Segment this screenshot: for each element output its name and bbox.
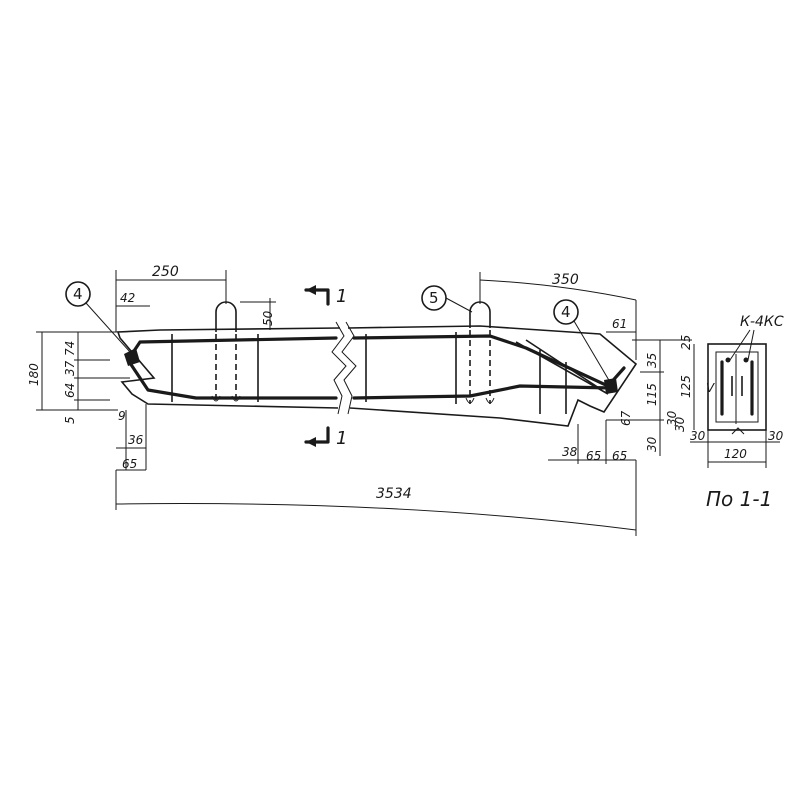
dim-37: 37	[63, 360, 77, 376]
reinforcement	[124, 332, 626, 414]
dim-61: 61	[612, 317, 627, 331]
overall-length: 3534	[115, 460, 637, 536]
dim-350: 350	[552, 272, 579, 288]
dim-3534: 3534	[376, 486, 412, 502]
section-bar-dot	[725, 357, 731, 363]
beam-outline	[116, 321, 638, 427]
bottom-bar-left	[126, 358, 338, 400]
section-outline	[707, 343, 767, 431]
cage-leader	[729, 329, 751, 361]
section-bar-dot	[743, 357, 749, 363]
bottom-bar-right	[352, 384, 614, 400]
dim-125: 125	[679, 375, 693, 398]
dim-sec-30-top: 30	[665, 410, 679, 426]
cage-leader	[747, 329, 755, 361]
dim-5: 5	[63, 416, 77, 424]
callout-circle-4-right	[553, 299, 579, 325]
section-mark-top: 1	[336, 286, 347, 307]
section-mark-bottom-line	[304, 426, 330, 444]
lifting-loops	[211, 301, 495, 404]
lifting-loop-right	[469, 301, 491, 328]
right-anchor-head	[604, 378, 618, 394]
break-line-left	[331, 321, 347, 415]
dim-25: 25	[679, 335, 693, 350]
dim-line-350	[479, 279, 637, 301]
loop-foot	[211, 395, 241, 402]
section-caption: По 1-1	[706, 487, 772, 511]
dim-line-3534	[115, 503, 637, 531]
dim-250: 250	[152, 264, 179, 280]
section-arrow-top-icon	[306, 285, 316, 295]
section-mark-1-1: 1 1	[304, 285, 347, 449]
section-mark-top-line	[304, 288, 330, 306]
dim-38: 38	[562, 445, 578, 459]
dim-74: 74	[63, 341, 77, 356]
dim-sec-30-left: 30	[690, 429, 706, 443]
callouts: 4 5 4	[65, 281, 611, 383]
cage-label: К-4КС	[740, 314, 784, 330]
dim-115: 115	[645, 383, 659, 406]
dimensions-top: 250 42 50 350 61	[115, 264, 637, 360]
left-anchor-head	[124, 348, 140, 366]
dim-65-a: 65	[586, 449, 601, 463]
dimensions-left: 180 74 37 64 5 9 36 65	[27, 331, 147, 471]
dim-65-b: 65	[612, 449, 627, 463]
dim-30-right: 30	[645, 436, 659, 452]
dim-42: 42	[120, 291, 135, 305]
section-bottom-mark	[731, 427, 745, 435]
top-bar-left	[126, 336, 338, 362]
beam-outline-right	[347, 325, 638, 427]
dim-9: 9	[118, 409, 126, 423]
leader-5	[445, 297, 473, 313]
dim-35: 35	[645, 353, 659, 368]
callout-5: 5	[429, 289, 439, 307]
dim-sec-30-right: 30	[768, 429, 784, 443]
dim-50: 50	[261, 310, 275, 326]
callout-circle-4-left	[65, 281, 91, 307]
callout-4-right: 4	[561, 303, 571, 321]
dim-36: 36	[128, 433, 144, 447]
loop-foot	[465, 397, 495, 404]
break-line-right	[341, 321, 357, 415]
section-cage	[715, 351, 759, 423]
leader-4-left	[85, 302, 131, 353]
section-arrow-bottom-icon	[306, 437, 316, 447]
callout-4-left: 4	[73, 285, 83, 303]
diag-bar-1	[515, 341, 609, 395]
diag-bar-2	[525, 339, 603, 391]
dim-64: 64	[63, 383, 77, 398]
section-1-1: К-4КС 25 125 V 30 30 30 120 По 1-1	[665, 314, 784, 511]
dim-65: 65	[122, 457, 137, 471]
beam-outline-left	[116, 327, 341, 409]
leader-4-right	[573, 320, 611, 383]
dim-120: 120	[724, 447, 747, 461]
dimensions-right: 35 115 30 67 30 38 65 65	[548, 339, 692, 464]
lifting-loop-left	[215, 301, 237, 332]
section-mark-bottom: 1	[336, 428, 347, 449]
dim-67: 67	[619, 410, 633, 426]
dim-180: 180	[27, 363, 41, 386]
v-mark: V	[706, 381, 715, 395]
dim-30-right-b: 30	[673, 416, 687, 432]
